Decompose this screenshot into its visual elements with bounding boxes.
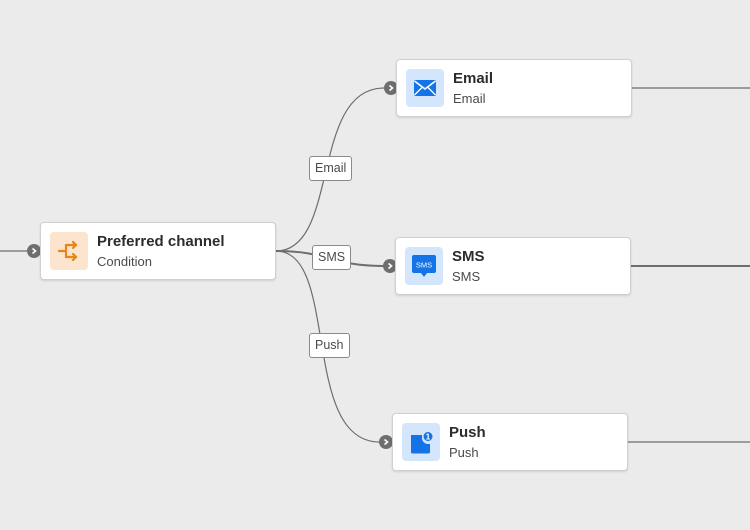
sms-node-subtitle: SMS [452,269,481,284]
email-icon [414,80,436,96]
email-node-title: Email [453,70,494,87]
chevron-right-icon [387,262,393,270]
svg-text:1: 1 [426,432,431,441]
push-node-title: Push [449,424,486,441]
condition-icon-box [50,232,88,270]
push-icon-box: 1 [402,423,440,461]
branch-condition-icon [57,240,78,262]
chevron-right-icon [31,247,37,255]
chevron-right-icon [388,84,394,92]
condition-input-connector[interactable] [27,244,41,258]
branch-label-sms[interactable]: SMS [312,245,352,270]
email-icon-box [406,69,444,107]
push-node-subtitle: Push [449,445,479,460]
condition-node-subtitle: Condition [97,254,152,269]
sms-node-title: SMS [452,248,485,265]
svg-text:SMS: SMS [416,261,432,270]
action-node-push[interactable]: 1 Push Push [392,413,628,471]
sms-input-connector[interactable] [383,259,397,273]
action-node-sms[interactable]: SMS SMS SMS [395,237,631,295]
branch-label-email[interactable]: Email [309,156,353,181]
email-node-subtitle: Email [453,91,486,106]
push-notification-icon: 1 [411,431,434,454]
email-input-connector[interactable] [384,81,398,95]
sms-icon: SMS [412,255,436,277]
sms-icon-box: SMS [405,247,443,285]
push-input-connector[interactable] [379,435,393,449]
action-node-email[interactable]: Email Email [396,59,632,117]
condition-node-preferred-channel[interactable]: Preferred channel Condition [40,222,276,280]
condition-node-title: Preferred channel [97,233,225,250]
chevron-right-icon [383,438,389,446]
branch-label-push[interactable]: Push [309,333,350,358]
